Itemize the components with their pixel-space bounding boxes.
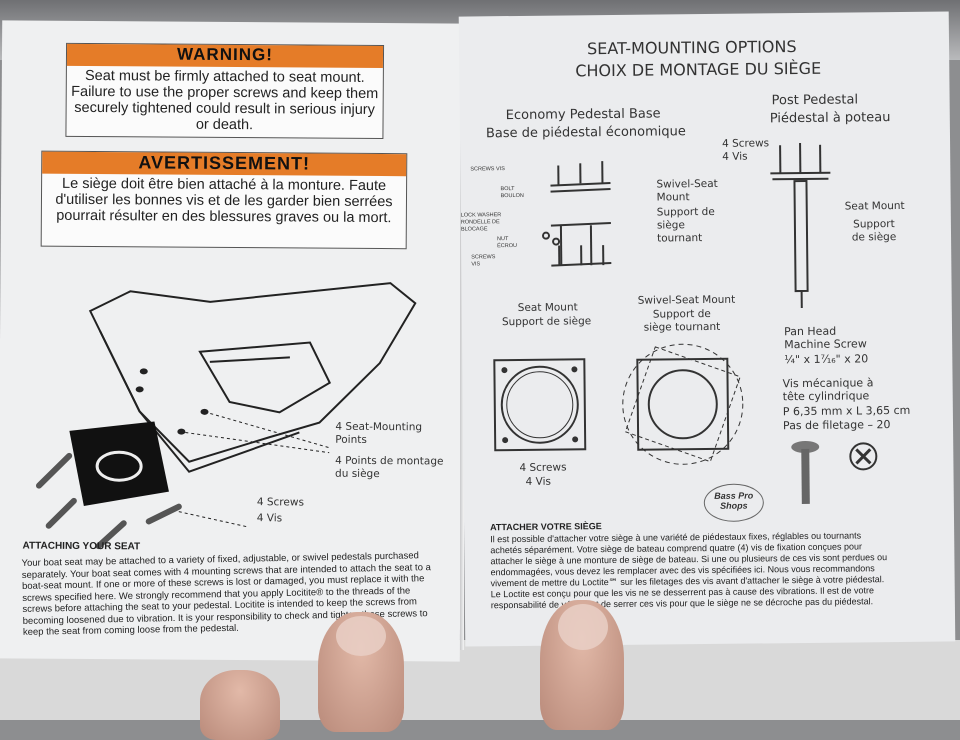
screws-label: 4 Screws [257,496,304,509]
fingernail [558,604,608,650]
economy-part-2: BOLT BOULON [500,186,530,200]
attacher-body: Il est possible d'attacher votre siège à… [490,530,891,611]
screw-illustration [783,438,894,509]
swivel-seat-mount-label-fr: Support de siège tournant [642,308,722,335]
economy-title: Economy Pedestal Base [506,106,661,123]
warning-heading: WARNING! [67,44,383,68]
thumb-left [200,670,280,740]
economy-part-4: NUT ÉCROU [497,236,527,250]
screw-spec-size-fr: P 6,35 mm x L 3,65 cm [783,404,911,418]
economy-title-fr: Base de piédestal économique [486,124,686,141]
warning-text: Seat must be firmly attached to seat mou… [66,66,382,136]
avertissement-heading: AVERTISSEMENT! [42,152,406,177]
screw-spec-thread-fr: Pas de filetage – 20 [783,418,891,432]
swivel-seat-mount-label: Swivel-Seat Mount [638,294,736,308]
seat-diagram [29,261,431,554]
swivel-mount-plate [612,334,753,475]
seat-mount-plate [490,355,591,456]
plate-screws-label: 4 Screws [519,461,566,474]
mount-points-label: 4 Seat-Mounting Points [335,421,435,448]
screw-spec-name-fr: Vis mécanique à tête cylindrique [783,376,893,403]
right-page: SEAT-MOUNTING OPTIONS CHOIX DE MONTAGE D… [459,11,956,646]
attaching-heading: ATTACHING YOUR SEAT [23,541,141,553]
post-pedestal-diagram [760,133,842,314]
screws-label-fr: 4 Vis [257,512,282,525]
warning-box: WARNING! Seat must be firmly attached to… [65,43,384,139]
post-seat-mount-label-fr: Support de siège [849,218,899,245]
economy-part-5: SCREWS VIS [471,254,501,268]
seat-mount-label: Seat Mount [518,301,578,315]
options-title-fr: CHOIX DE MONTAGE DU SIÈGE [575,59,821,81]
post-title: Post Pedestal [772,92,859,108]
swivel-mount-label-fr: Support de siège tournant [657,206,727,246]
avertissement-text: Le siège doit être bien attaché à la mon… [42,174,406,229]
post-seat-mount-label: Seat Mount [845,200,905,214]
screw-spec-size: ¼" x 1⁷⁄₁₆" x 20 [784,352,868,366]
plate-screws-label-fr: 4 Vis [526,476,551,489]
economy-part-3: LOCK WASHER RONDELLE DE BLOCAGE [461,212,509,234]
left-page: WARNING! Seat must be firmly attached to… [0,20,464,661]
economy-part-1: SCREWS VIS [470,166,518,174]
screw-spec-name: Pan Head Machine Screw [784,324,874,351]
seat-mount-label-fr: Support de siège [502,315,591,329]
attacher-heading: ATTACHER VOTRE SIÈGE [490,521,602,532]
avertissement-box: AVERTISSEMENT! Le siège doit être bien a… [41,151,408,250]
fingernail [336,616,386,656]
bass-pro-shops-logo: Bass Pro Shops [704,483,764,522]
post-screws-label: 4 Screws 4 Vis [722,137,769,163]
post-title-fr: Piédestal à poteau [770,110,891,126]
mount-points-label-fr: 4 Points de montage du siège [335,455,445,482]
options-title: SEAT-MOUNTING OPTIONS [587,37,797,58]
swivel-mount-label: Swivel-Seat Mount [656,178,736,205]
